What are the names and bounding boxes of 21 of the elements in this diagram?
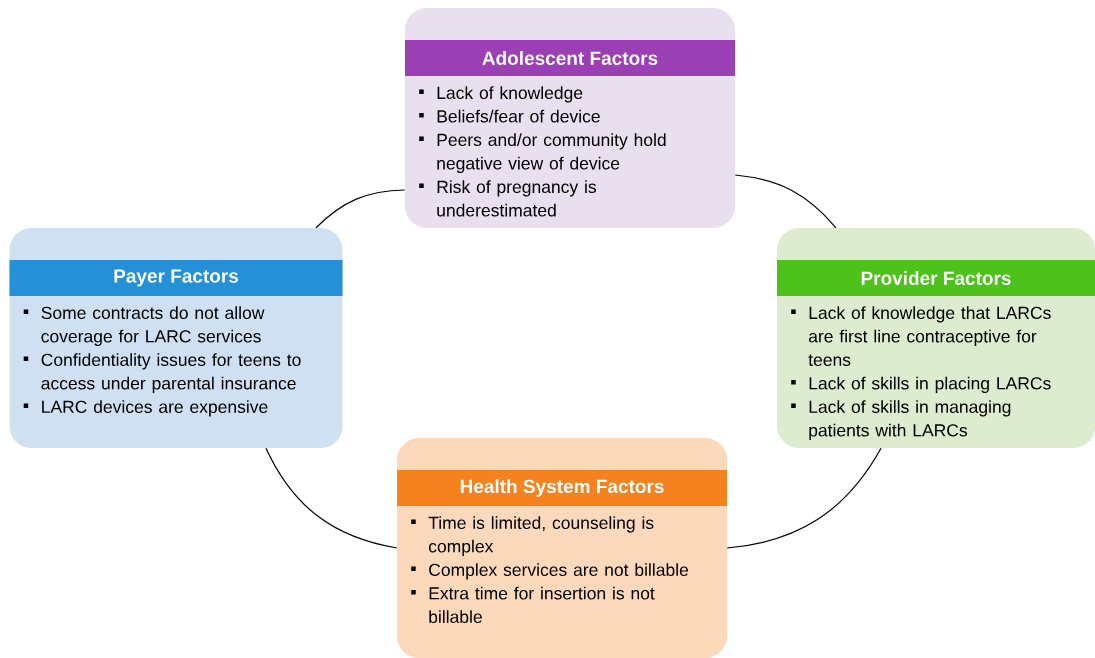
header-band: Health System Factors	[397, 470, 727, 506]
connector-arc	[734, 174, 837, 229]
bullet-item: Time is limited, counseling is complex	[411, 516, 654, 556]
bullet-item: Complex services are not billable	[411, 563, 689, 580]
header-band: Payer Factors	[9, 260, 343, 296]
bullet-item: Lack of knowledge that LARCs are first line contraceptive for teens	[791, 306, 1051, 367]
connector-arc	[265, 447, 398, 549]
bullet-item: LARC devices are expensive	[23, 400, 268, 417]
header-band: Adolescent Factors	[405, 40, 735, 76]
bullet-item: Extra time for insertion is not billable	[411, 586, 655, 624]
connector-arc	[726, 447, 882, 549]
bullet-item: Lack of knowledge	[419, 86, 583, 103]
bullet-item: Lack of skills in placing LARCs	[791, 376, 1051, 393]
bullet-item: Risk of pregnancy is underestimated	[419, 180, 596, 217]
bullet-item: Beliefs/fear of device	[419, 109, 600, 123]
bullet-item: Confidentiality issues for teens to access under parental insurance	[23, 353, 301, 393]
bullet-item: Peers and/or community hold negative view of device	[419, 133, 666, 173]
bullet-item: Lack of skills in managing patients with LARCs	[791, 400, 1011, 440]
bullet-item: Some contracts do not allow coverage for LARC services	[23, 306, 265, 346]
header-band: Provider Factors	[777, 260, 1095, 296]
connector-arc	[315, 189, 406, 229]
